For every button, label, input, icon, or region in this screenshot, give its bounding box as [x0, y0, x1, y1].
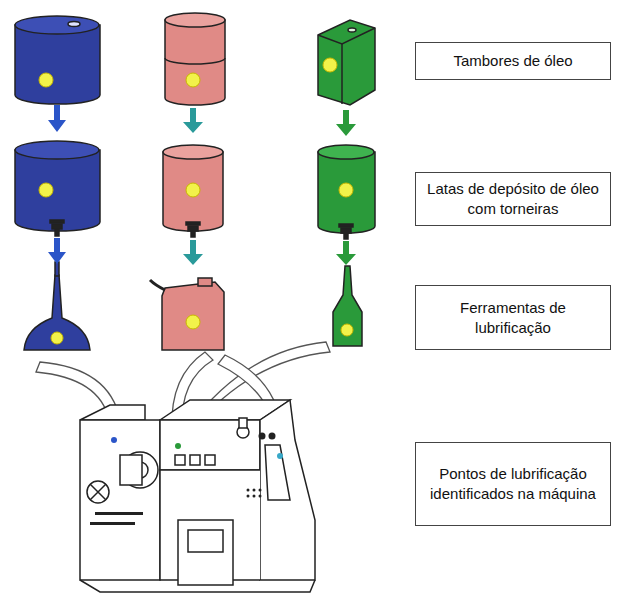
- box-label: Tambores de óleo: [453, 51, 572, 71]
- label-box: Pontos de lubrificação identificados na …: [415, 442, 611, 526]
- box-label: Latas de depósito de óleo com torneiras: [424, 179, 602, 219]
- box-label: Pontos de lubrificação identificados na …: [424, 464, 602, 504]
- box-label: Ferramentas de lubrificação: [424, 298, 602, 338]
- label-box: Ferramentas de lubrificação: [415, 285, 611, 350]
- label-box: Latas de depósito de óleo com torneiras: [415, 172, 611, 226]
- label-box: Tambores de óleo: [415, 42, 611, 80]
